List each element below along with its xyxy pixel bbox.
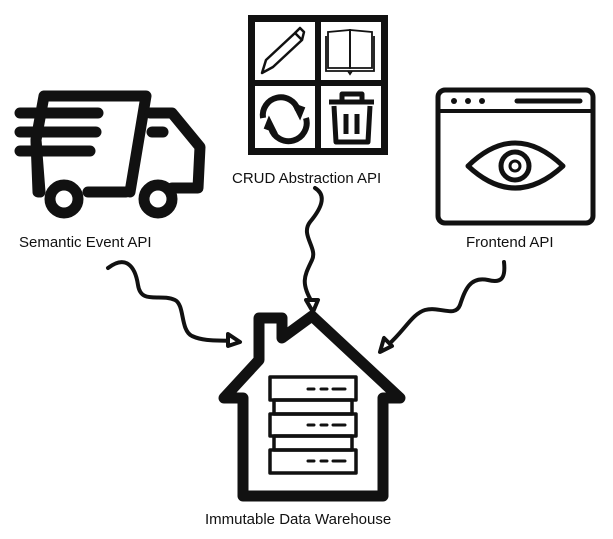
house-server-icon: [218, 310, 406, 502]
arrow-frontend-to-warehouse: [378, 260, 507, 354]
book-icon: [325, 29, 375, 76]
arrow-crud-to-warehouse: [302, 186, 324, 314]
browser-eye-icon: [435, 87, 596, 226]
trash-icon: [329, 91, 374, 145]
warehouse-label: Immutable Data Warehouse: [205, 511, 392, 528]
frontend-api-label: Frontend API: [466, 234, 554, 251]
crud-grid-icon: [248, 15, 388, 155]
delivery-truck-icon: [14, 90, 206, 219]
arrow-semantic-to-warehouse: [106, 260, 242, 348]
semantic-event-api-label: Semantic Event API: [19, 234, 152, 251]
refresh-icon: [259, 94, 310, 145]
crud-api-label: CRUD Abstraction API: [232, 170, 382, 187]
pencil-icon: [260, 26, 306, 75]
